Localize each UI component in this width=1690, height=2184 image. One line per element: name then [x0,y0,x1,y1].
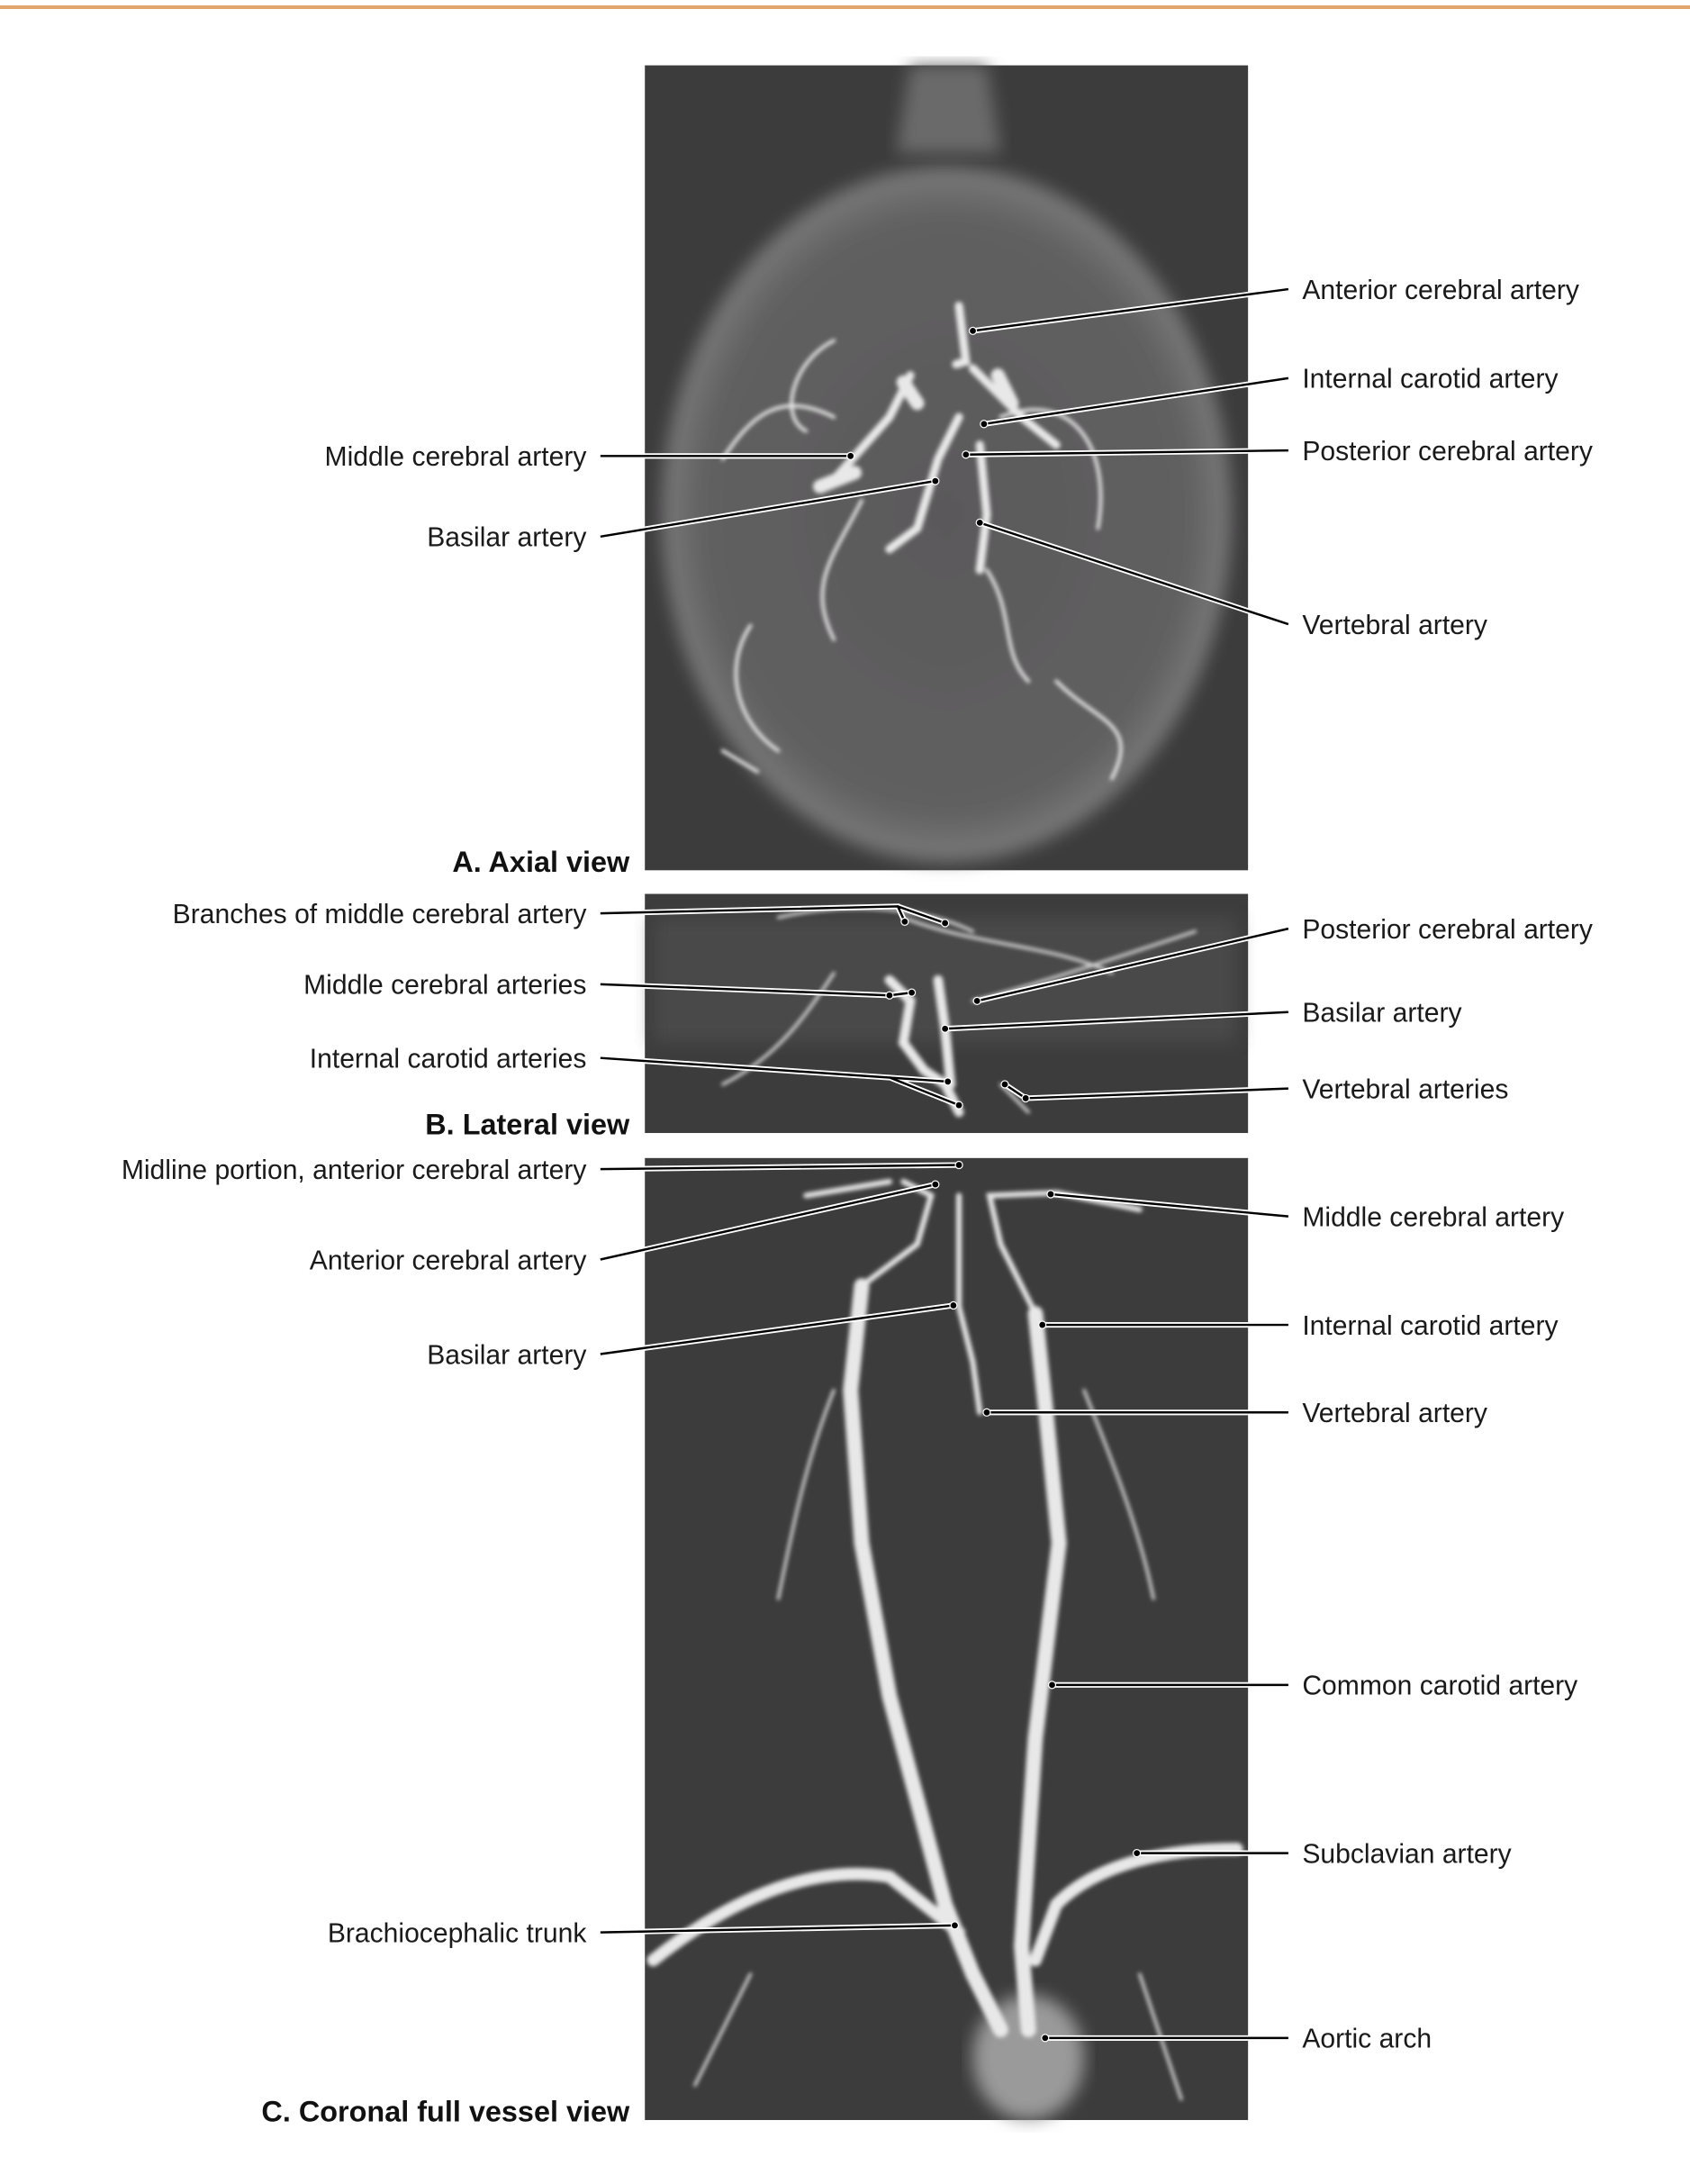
label-posterior-cerebral-artery: Posterior cerebral artery [1302,437,1593,467]
panel-c-labels: Midline portion, anterior cerebral arter… [122,1155,1577,2128]
panel-b-labels: Branches of middle cerebral artery Middl… [173,900,1593,1141]
label-vertebral-artery: Vertebral artery [1302,1399,1487,1428]
label-subclavian-artery: Subclavian artery [1302,1839,1511,1869]
label-midline-anterior-cerebral: Midline portion, anterior cerebral arter… [122,1155,587,1185]
label-aortic-arch: Aortic arch [1302,2025,1432,2054]
caption-lateral-view: B. Lateral view [425,1109,630,1141]
coronal-mra-image [645,1157,1249,2120]
label-common-carotid-artery: Common carotid artery [1302,1672,1577,1701]
lateral-mra-image [645,893,1249,1134]
label-basilar-artery: Basilar artery [1302,999,1461,1029]
panel-a-labels: Anterior cerebral artery Internal caroti… [325,276,1593,878]
caption-axial-view: A. Axial view [452,846,630,878]
label-basilar-artery: Basilar artery [427,1340,586,1370]
label-vertebral-artery: Vertebral artery [1302,611,1487,640]
label-middle-cerebral-artery: Middle cerebral artery [325,442,587,472]
label-posterior-cerebral-artery: Posterior cerebral artery [1302,915,1593,945]
label-basilar-artery: Basilar artery [427,523,586,553]
axial-mra-image [645,65,1249,871]
label-internal-carotid-arteries: Internal carotid arteries [310,1044,587,1074]
label-internal-carotid-artery: Internal carotid artery [1302,365,1558,394]
label-anterior-cerebral-artery: Anterior cerebral artery [1302,276,1579,305]
label-vertebral-arteries: Vertebral arteries [1302,1074,1508,1104]
label-internal-carotid-artery: Internal carotid artery [1302,1311,1558,1341]
label-brachiocephalic-trunk: Brachiocephalic trunk [328,1918,588,1948]
label-anterior-cerebral-artery: Anterior cerebral artery [310,1246,587,1275]
label-branches-middle-cerebral: Branches of middle cerebral artery [173,900,587,929]
label-middle-cerebral-artery: Middle cerebral artery [1302,1202,1564,1232]
top-rule [0,5,1690,9]
caption-coronal-view: C. Coronal full vessel view [261,2096,630,2128]
label-middle-cerebral-arteries: Middle cerebral arteries [303,971,586,1001]
leader-lines [600,286,1289,2043]
